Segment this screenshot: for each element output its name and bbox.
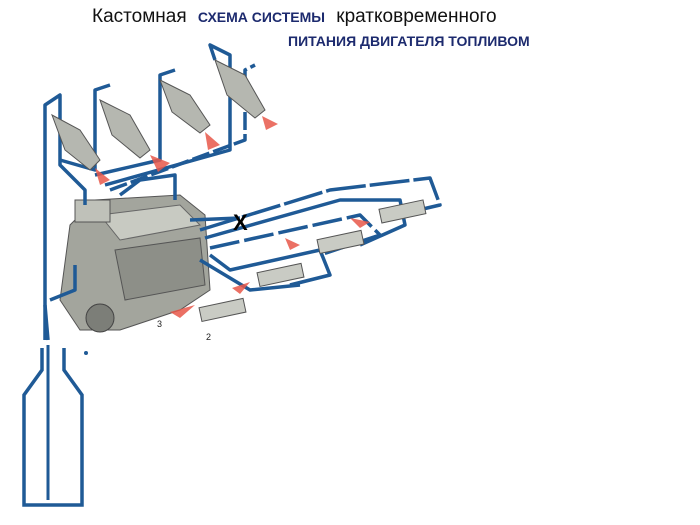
fuel-bottle xyxy=(22,348,84,507)
upper-injectors xyxy=(51,59,266,171)
spray-cones xyxy=(95,116,370,318)
side-injectors xyxy=(198,199,427,323)
title-part-3: кратковременного xyxy=(336,6,497,27)
drip-dot xyxy=(84,351,88,355)
title-line-2: ПИТАНИЯ ДВИГАТЕЛЯ ТОПЛИВОМ xyxy=(288,33,530,49)
title-part-2: СХЕМА СИСТЕМЫ xyxy=(197,9,325,25)
pump-label: 3 xyxy=(157,319,162,329)
title-part-1: Кастомная xyxy=(92,6,187,27)
blocked-return-mark: X xyxy=(233,210,248,235)
title-line-1: Кастомная СХЕМА СИСТЕМЫ кратковременного xyxy=(92,6,497,28)
injector-label: 2 xyxy=(206,332,211,342)
injection-pump-engine xyxy=(59,194,211,333)
